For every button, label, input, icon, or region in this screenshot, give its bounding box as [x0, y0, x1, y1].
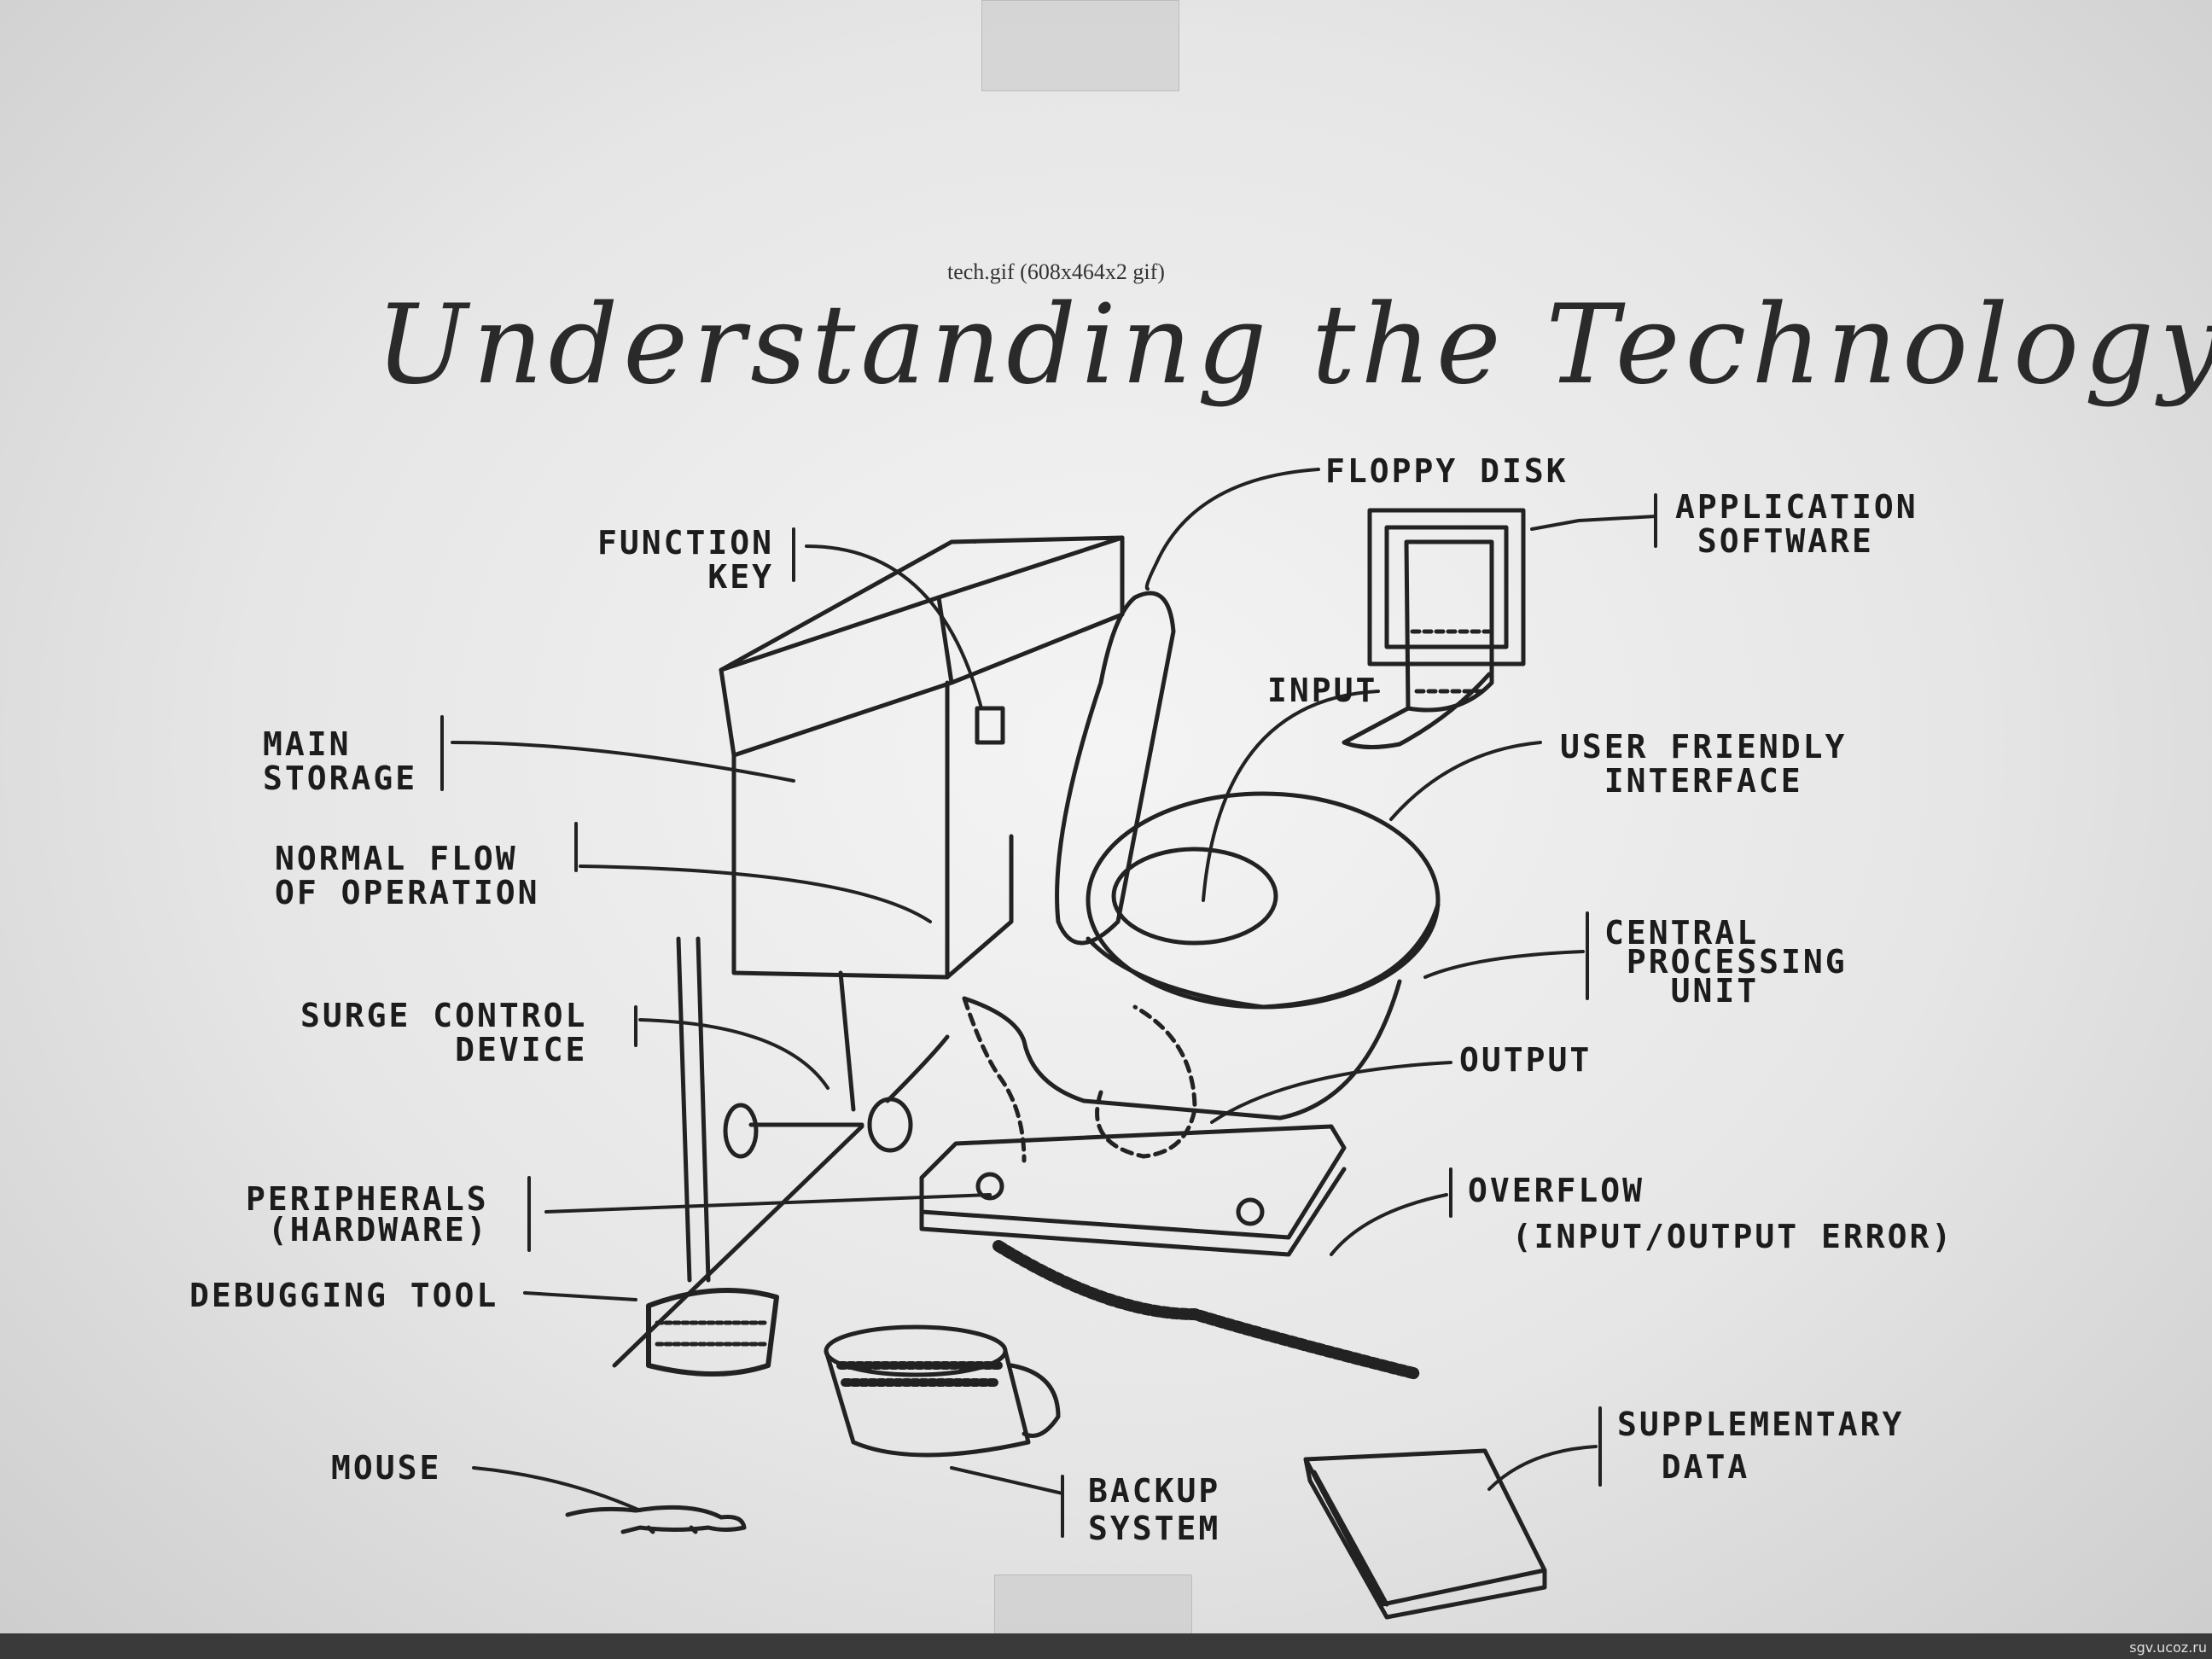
table-edge — [0, 1633, 2212, 1659]
label-floppy-disk: FLOPPY DISK — [1325, 452, 1569, 490]
label-main-storage: MAIN STORAGE — [263, 725, 418, 797]
label-function-key: FUNCTION KEY — [597, 524, 775, 596]
label-peripherals: PERIPHERALS (HARDWARE) — [246, 1180, 489, 1249]
lid-drawing — [1055, 591, 1176, 946]
label-brackets — [440, 493, 1657, 1538]
label-debugging-tool: DEBUGGING TOOL — [189, 1277, 499, 1314]
label-central-processing-unit: CENTRAL PROCESSING UNIT — [1604, 914, 1848, 1010]
leader-lines — [451, 468, 1657, 1512]
base-drawing — [919, 1124, 1423, 1380]
label-overflow: OVERFLOW (INPUT/OUTPUT ERROR) — [1468, 1172, 1954, 1255]
wastebasket-drawing — [824, 1324, 1061, 1458]
label-application-software: APPLICATION SOFTWARE — [1675, 488, 1918, 560]
supply-valve-drawing — [723, 970, 950, 1159]
diagram-title: Understanding the Technology — [375, 282, 2212, 409]
label-normal-flow: NORMAL FLOW OF OPERATION — [275, 840, 540, 911]
label-mouse: MOUSE — [331, 1449, 442, 1487]
mouse-drawing — [565, 1505, 747, 1534]
label-backup-system: BACKUP SYSTEM — [1088, 1472, 1221, 1547]
book-drawing — [1303, 1448, 1547, 1620]
image-caption: tech.gif (608x464x2 gif) — [947, 259, 1165, 284]
toilet-paper-drawing — [1342, 508, 1526, 750]
tank-drawing — [719, 535, 1125, 980]
label-output: OUTPUT — [1459, 1041, 1592, 1079]
label-input: INPUT — [1267, 672, 1378, 709]
plunger-drawing — [612, 936, 864, 1377]
tape-top — [981, 0, 1179, 91]
label-surge-control: SURGE CONTROL DEVICE — [300, 997, 588, 1068]
label-user-friendly-interface: USER FRIENDLY INTERFACE — [1560, 728, 1848, 800]
bowl-drawing — [962, 791, 1441, 1163]
label-supplementary-data: SUPPLEMENTARY DATA — [1617, 1406, 1905, 1486]
watermark: sgv.ucoz.ru — [2129, 1639, 2207, 1656]
